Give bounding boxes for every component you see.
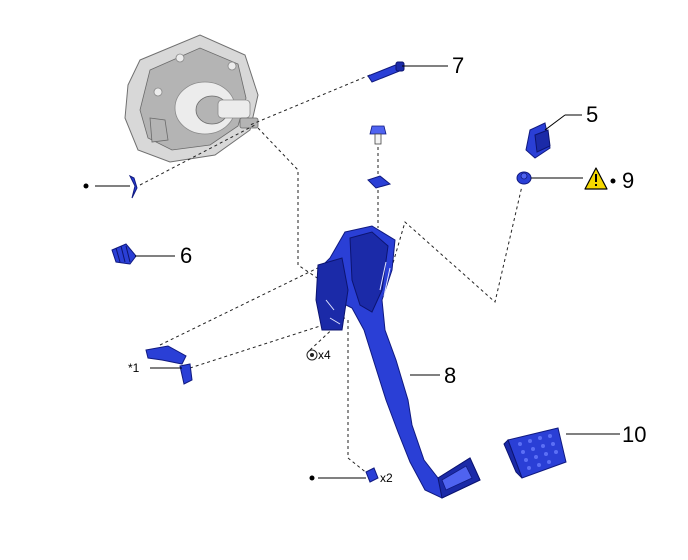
part-1-bracket: [145, 345, 193, 385]
brake-booster-assembly: [124, 34, 259, 163]
clip-part: [128, 174, 138, 199]
callout-9: 9: [622, 168, 634, 193]
bolt-part: [369, 125, 387, 145]
callout-note-1: *1: [128, 361, 140, 375]
callout-5: 5: [586, 102, 598, 127]
qty-x4-label: x4: [318, 348, 331, 362]
assembly-dashed-lines: [139, 74, 523, 475]
bullet-dot: [83, 183, 89, 189]
nut-part: [306, 349, 318, 361]
part-5-stop-light-switch: [525, 122, 551, 159]
leader-lines: [95, 65, 620, 479]
bullet-dot-9: [610, 178, 616, 184]
part-8-brake-pedal: [315, 225, 481, 499]
part-10-pedal-pad: [503, 427, 567, 479]
qty-x2-label: x2: [380, 471, 393, 485]
callout-10: 10: [622, 422, 646, 447]
callout-6: 6: [180, 243, 192, 268]
bullet-dot-bolt: [309, 475, 315, 481]
part-7-pin: [367, 61, 405, 83]
leader-5a: [544, 114, 566, 131]
clip-nut-part: [367, 175, 392, 189]
part-6-spring: [111, 243, 137, 265]
bolt-x2-part: [365, 467, 379, 483]
callout-8: 8: [444, 363, 456, 388]
part-9-cushion: [516, 171, 532, 185]
warning-triangle-icon: [584, 167, 608, 190]
callout-7: 7: [452, 53, 464, 78]
